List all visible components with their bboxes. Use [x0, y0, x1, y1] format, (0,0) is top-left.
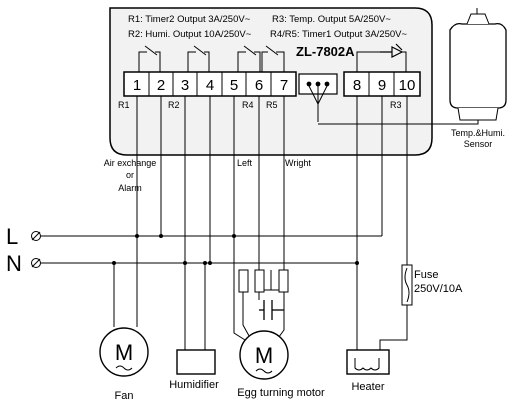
model-name: ZL-7802A [296, 44, 355, 59]
right-label: Wright [285, 158, 311, 168]
alarm-label: Alarm [118, 183, 142, 193]
spec-r3: R3: Temp. Output 5A/250V~ [272, 14, 391, 25]
terminal-3: 3 [181, 77, 189, 94]
terminal-8: 8 [353, 77, 361, 94]
air-exchange-or-label: or [126, 170, 134, 180]
sensor-connector [298, 73, 338, 122]
motor-icon [239, 330, 289, 380]
fuse-label: Fuse [414, 269, 438, 281]
egg-turning-motor-label: Egg turning motor [237, 387, 325, 399]
terminal-1: 1 [133, 77, 141, 94]
egg-motor-symbol: M [255, 343, 273, 368]
air-exchange-label: Air exchange [104, 158, 157, 168]
temp-humi-sensor: Temp.&Humi. Sensor [318, 8, 507, 149]
terminal-10: 10 [399, 77, 416, 94]
line-label: L [6, 224, 18, 249]
relay-label-r3: R3 [390, 100, 402, 110]
spec-r4-r5: R4/R5: Timer1 Output 3A/250V~ [270, 29, 407, 40]
capacitor-icon [259, 300, 284, 320]
spec-r2: R2: Humi. Output 10A/250V~ [128, 29, 252, 40]
junction-dots [112, 234, 359, 265]
relay-contact-icon [187, 45, 210, 72]
relay-label-r4: R4 [242, 100, 254, 110]
sensor-label-line1: Temp.&Humi. [451, 128, 505, 138]
heater: Heater [346, 349, 390, 393]
humidifier: Humidifier [169, 349, 219, 391]
terminal-7: 7 [280, 77, 288, 94]
fan-motor: M Fan [99, 327, 149, 402]
egg-turning-motor: M Egg turning motor [237, 330, 325, 399]
left-label: Left [237, 158, 253, 168]
heater-coil-icon [354, 358, 380, 371]
terminal-block: 1 2 3 4 5 6 7 8 9 10 [123, 71, 421, 97]
relay-contact-icon [237, 45, 261, 72]
heater-label: Heater [351, 381, 384, 393]
sensor-label-line2: Sensor [464, 139, 493, 149]
fan-label: Fan [115, 390, 134, 402]
egg-motor-switches [238, 269, 289, 293]
terminal-2: 2 [157, 77, 165, 94]
motor-icon [99, 327, 149, 377]
relay-label-r2: R2 [168, 100, 180, 110]
terminal-5: 5 [230, 77, 238, 94]
terminal-9: 9 [378, 77, 386, 94]
fuse-rating: 250V/10A [414, 283, 463, 295]
fuse-icon: Fuse 250V/10A [401, 264, 463, 306]
spec-r1: R1: Timer2 Output 3A/250V~ [128, 14, 251, 25]
diode-icon [380, 43, 404, 58]
relay-label-r5: R5 [266, 100, 278, 110]
humidifier-label: Humidifier [169, 379, 219, 391]
terminal-4: 4 [206, 77, 214, 94]
fan-motor-symbol: M [115, 340, 133, 365]
relay-contact-icon [138, 45, 161, 72]
neutral-label: N [6, 251, 22, 276]
relay-label-r1: R1 [118, 100, 130, 110]
terminal-6: 6 [255, 77, 263, 94]
relay-contacts [138, 43, 407, 72]
mains-terminals [31, 231, 41, 268]
relay-contact-icon [261, 45, 285, 72]
